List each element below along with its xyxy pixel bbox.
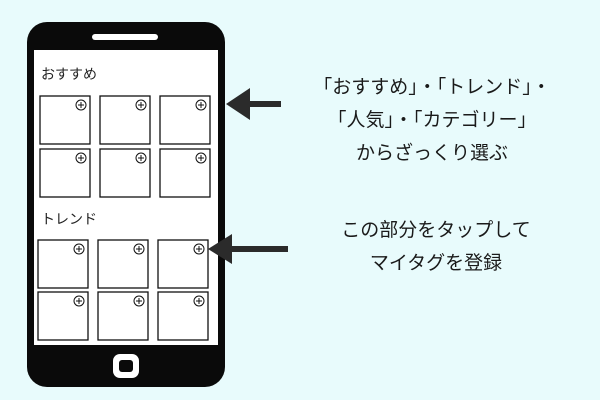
plus-circle-icon[interactable] [133,295,145,307]
callout-2-line-1: この部分をタップして [341,219,530,241]
plus-circle-icon[interactable] [193,243,205,255]
plus-circle-icon[interactable] [73,295,85,307]
plus-circle-icon[interactable] [135,99,147,111]
plus-circle-icon[interactable] [135,152,147,164]
tile-recommended-4[interactable] [39,148,91,198]
tile-frame [97,291,149,341]
plus-circle-icon[interactable] [75,99,87,111]
section-title-recommended: おすすめ [41,67,97,83]
home-button-inner [119,360,133,372]
tile-frame [39,148,91,198]
tile-recommended-5[interactable] [99,148,151,198]
tile-trend-1[interactable] [37,239,89,289]
tile-frame [39,95,91,145]
tile-frame [37,291,89,341]
plus-circle-icon[interactable] [195,99,207,111]
plus-circle-icon[interactable] [193,295,205,307]
tile-grid [37,95,211,341]
tile-trend-4[interactable] [37,291,89,341]
tile-frame [97,239,149,289]
tile-recommended-1[interactable] [39,95,91,145]
plus-circle-icon[interactable] [133,243,145,255]
tile-frame [159,95,211,145]
plus-circle-icon[interactable] [73,243,85,255]
tile-trend-2[interactable] [97,239,149,289]
section-title-trend: トレンド [41,212,97,228]
tile-recommended-2[interactable] [99,95,151,145]
callout-1-line-1: 「おすすめ」・「トレンド」・ [313,76,551,98]
tile-frame [159,148,211,198]
tile-frame [157,291,209,341]
tile-frame [99,148,151,198]
plus-circle-icon[interactable] [195,152,207,164]
tile-recommended-6[interactable] [159,148,211,198]
tile-trend-6[interactable] [157,291,209,341]
tile-frame [99,95,151,145]
tile-trend-5[interactable] [97,291,149,341]
callout-1-line-2: 「人気」・「カテゴリー」 [327,109,536,131]
callout-2-line-2: マイタグを登録 [370,252,502,274]
tile-frame [157,239,209,289]
arrow-to-add-icon [208,234,288,264]
plus-circle-icon[interactable] [75,152,87,164]
tile-trend-3[interactable] [157,239,209,289]
arrow-to-recommended [226,88,281,120]
tile-frame [37,239,89,289]
callout-1-line-3: からざっくり選ぶ [356,141,508,164]
phone-speaker [92,34,158,40]
tile-recommended-3[interactable] [159,95,211,145]
